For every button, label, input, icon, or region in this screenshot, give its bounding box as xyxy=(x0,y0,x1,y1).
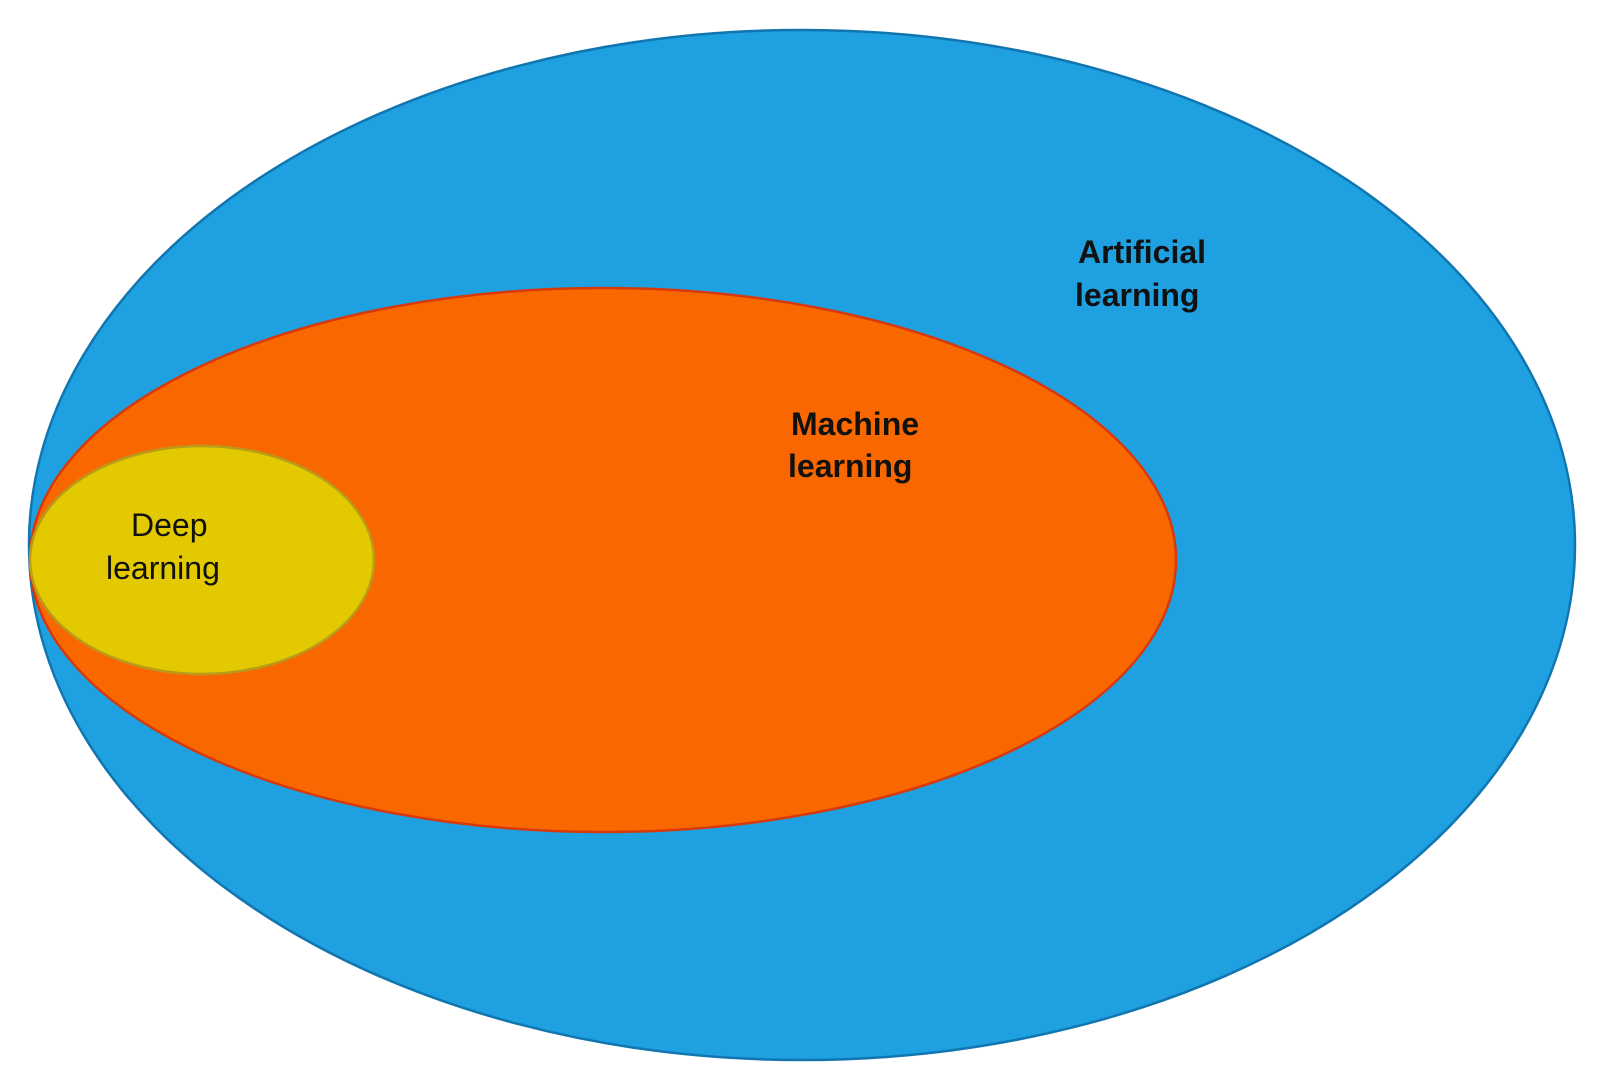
dl-label-line1: Deep xyxy=(131,507,208,543)
ai-label-line1: Artificial xyxy=(1078,234,1206,270)
ai-label-line2: learning xyxy=(1075,277,1199,313)
dl-label-line2: learning xyxy=(106,550,220,586)
ml-label-line1: Machine xyxy=(791,406,919,442)
dl-ellipse xyxy=(28,444,376,676)
ml-label-line2: learning xyxy=(788,448,912,484)
